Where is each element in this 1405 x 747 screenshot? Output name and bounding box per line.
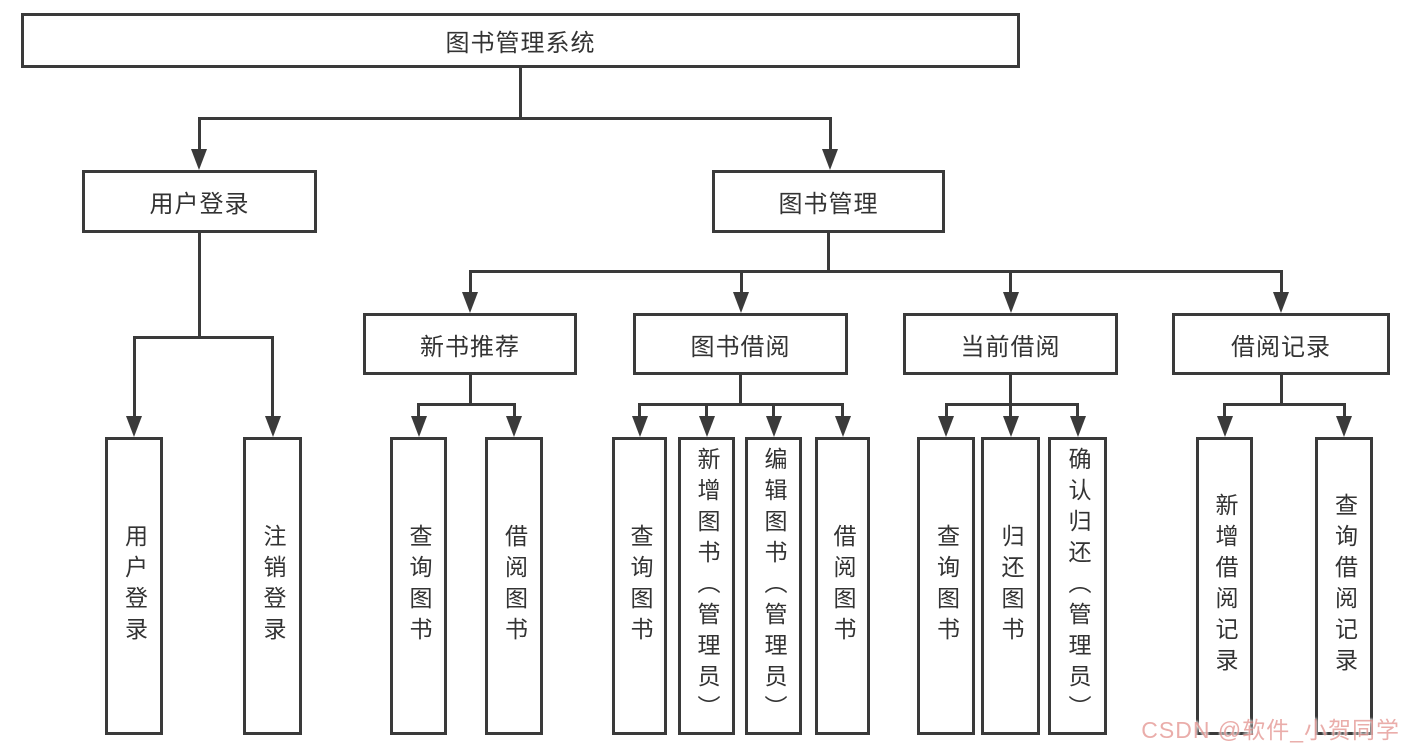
arrow-down-icon [264,416,281,437]
connector-arrow-shaft [512,403,516,417]
connector-arrow-shaft [1009,403,1012,417]
connector-arrow-shaft [944,403,948,417]
node-label: 图书借阅 [690,333,791,361]
connector-stem [1009,375,1012,406]
arrow-down-icon [631,416,648,437]
leaf-label: 查询图书 [933,524,960,648]
arrow-down-icon [1336,416,1352,437]
connector-bar [468,270,1283,273]
connector-bar [638,403,844,406]
leaf-borrow-books-borrowing: 借阅图书 [815,437,870,735]
connector-arrow-shaft [468,270,472,293]
arrow-down-icon [191,149,207,170]
arrow-down-icon [1002,292,1019,313]
leaf-label: 确认归还（管理员） [1065,446,1091,726]
leaf-borrow-books-recommend: 借阅图书 [485,437,543,735]
connector-stem [197,233,201,339]
connector-arrow-shaft [772,403,775,417]
leaf-label: 注销登录 [260,524,286,648]
node-borrow-records: 借阅记录 [1172,313,1390,375]
leaf-query-borrow-record: 查询借阅记录 [1315,437,1373,735]
csdn-watermark: CSDN @软件_小贺同学 [1141,717,1400,743]
node-user-login: 用户登录 [82,170,317,233]
leaf-query-books-recommend: 查询图书 [390,437,447,735]
connector-arrow-shaft [828,117,832,150]
connector-bar [417,403,516,406]
connector-arrow-shaft [739,270,743,293]
connector-arrow-shaft [132,336,136,417]
arrow-down-icon [733,292,749,313]
node-label: 用户登录 [149,191,250,218]
connector-arrow-shaft [1279,270,1283,293]
arrow-down-icon [938,416,954,437]
leaf-confirm-return-admin: 确认归还（管理员） [1048,437,1107,735]
arrow-down-icon [822,149,838,170]
leaf-label: 查询图书 [406,524,432,648]
leaf-add-borrow-record: 新增借阅记录 [1196,437,1253,735]
connector-arrow-shaft [705,403,708,417]
leaf-query-books-borrowing: 查询图书 [612,437,667,735]
node-label: 图书管理系统 [445,30,596,57]
connector-stem [1279,375,1283,406]
leaf-label: 用户登录 [121,524,148,648]
node-label: 借阅记录 [1231,333,1331,361]
leaf-query-books-current: 查询图书 [917,437,975,735]
node-current-borrowing: 当前借阅 [903,313,1118,375]
connector-stem [739,375,742,406]
leaf-label: 借阅图书 [501,524,528,648]
leaf-return-books: 归还图书 [981,437,1040,735]
leaf-label: 新增图书（管理员） [694,446,720,726]
leaf-label: 查询图书 [627,524,653,648]
connector-arrow-shaft [1342,403,1346,417]
arrow-down-icon [1002,416,1019,437]
connector-stem [518,68,522,120]
arrow-down-icon [126,416,142,437]
connector-stem [468,375,472,406]
leaf-label: 归还图书 [998,524,1024,648]
connector-arrow-shaft [1076,403,1079,417]
node-library-management-system: 图书管理系统 [21,13,1020,68]
leaf-edit-books-admin: 编辑图书（管理员） [745,437,802,735]
leaf-label: 借阅图书 [830,524,856,648]
connector-arrow-shaft [1009,270,1012,293]
arrow-down-icon [1273,292,1289,313]
arrow-down-icon [1069,416,1086,437]
connector-arrow-shaft [638,403,641,417]
leaf-label: 查询借阅记录 [1331,493,1358,679]
connector-bar [197,117,832,120]
arrow-down-icon [834,416,851,437]
node-label: 新书推荐 [420,333,520,361]
connector-arrow-shaft [841,403,844,417]
arrow-down-icon [462,292,478,313]
connector-stem [826,233,830,273]
arrow-down-icon [765,416,782,437]
leaf-add-books-admin: 新增图书（管理员） [678,437,735,735]
arrow-down-icon [698,416,715,437]
connector-bar [1223,403,1346,406]
node-label: 图书管理 [778,191,879,218]
node-new-book-recommend: 新书推荐 [363,313,577,375]
connector-arrow-shaft [1223,403,1226,417]
leaf-user-login: 用户登录 [105,437,163,735]
node-book-management: 图书管理 [712,170,945,233]
node-label: 当前借阅 [960,333,1061,361]
connector-arrow-shaft [197,117,201,150]
arrow-down-icon [506,416,522,437]
arrow-down-icon [410,416,427,437]
leaf-label: 编辑图书（管理员） [761,446,787,726]
node-book-borrowing: 图书借阅 [633,313,848,375]
leaf-label: 新增借阅记录 [1212,493,1238,679]
connector-arrow-shaft [271,336,274,417]
connector-arrow-shaft [417,403,420,417]
leaf-logout: 注销登录 [243,437,302,735]
arrow-down-icon [1216,416,1233,437]
connector-bar [132,336,274,339]
